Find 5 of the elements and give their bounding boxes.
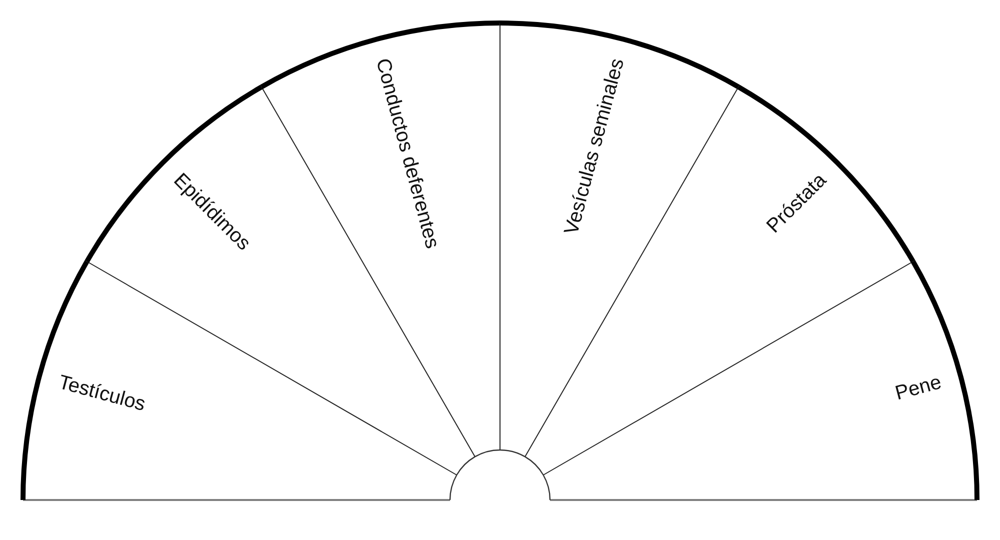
sector-label: Pene xyxy=(893,370,945,406)
fan-sector xyxy=(20,258,460,503)
fan-sector xyxy=(540,258,980,503)
sector-label: Conductos deferentes xyxy=(370,55,444,251)
fan-sector xyxy=(497,20,742,460)
